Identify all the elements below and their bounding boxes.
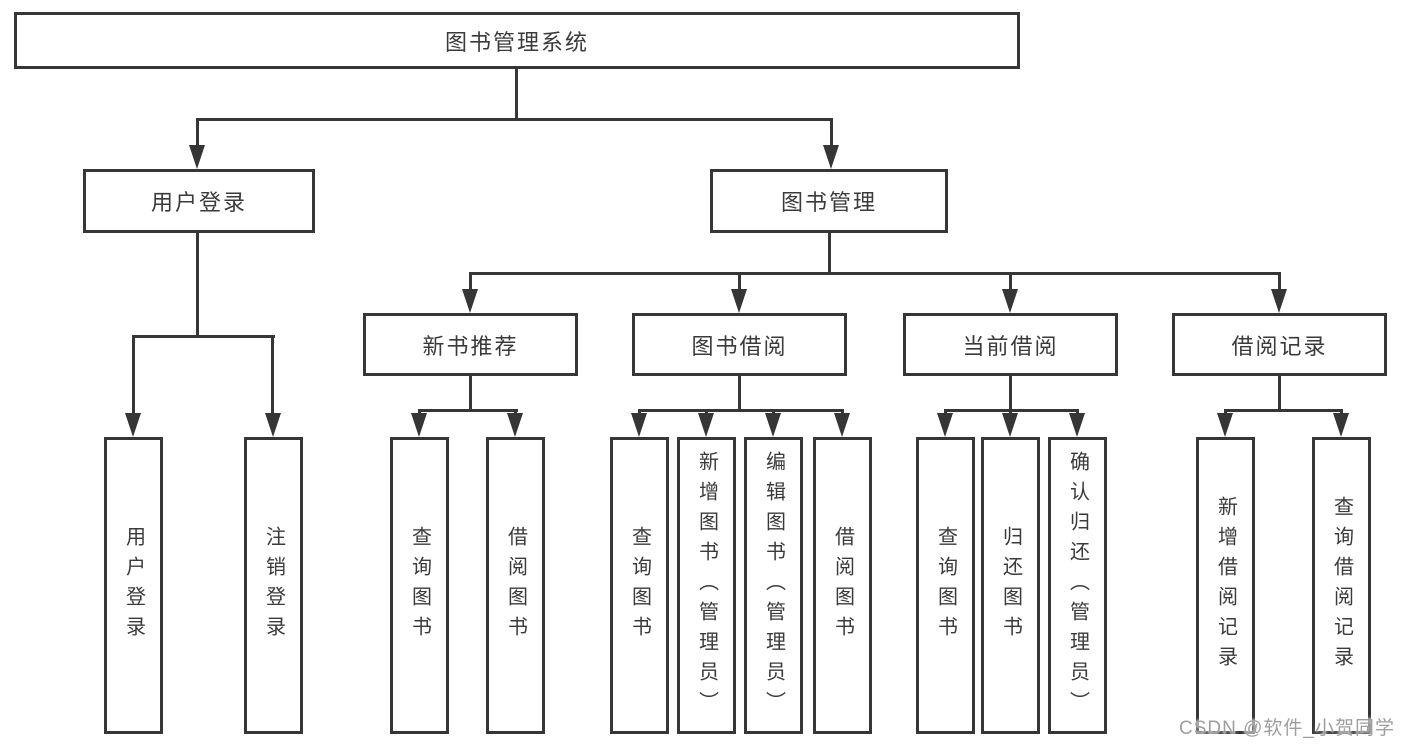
connector-drop-current-borrow [1009,272,1012,293]
connector-records-branch [1224,409,1343,412]
leaf-borrow-edit-books-admin: 编辑图书（管理员） [744,437,803,734]
arrowhead-down-icon [125,413,141,437]
connector-user-login-stem [196,233,199,335]
node-borrow-records: 借阅记录 [1172,313,1387,376]
leaf-label: 用户登录 [122,525,145,646]
connector-drop-leaf-logout [271,335,274,414]
connector-current-stem [1009,376,1012,409]
leaf-label: 注销登录 [262,525,285,646]
connector-borrow-branch [638,409,844,412]
arrowhead-down-icon [631,413,647,437]
leaf-current-confirm-return-admin: 确认归还（管理员） [1048,437,1107,734]
connector-recommend-branch [418,409,518,412]
connector-user-login-branch [132,335,275,338]
connector-drop-new-book [469,272,472,293]
connector-drop-borrow-records [1278,272,1281,293]
leaf-current-query-books: 查询图书 [916,437,975,734]
leaf-label: 查询图书 [408,525,431,646]
node-new-book-recommend: 新书推荐 [363,313,578,376]
leaf-logout: 注销登录 [244,437,303,734]
arrowhead-down-icon [1333,413,1349,437]
connector-book-management-stem [828,233,831,272]
leaf-label: 归还图书 [999,525,1022,646]
connector-records-stem [1278,376,1281,409]
node-user-login: 用户登录 [83,169,315,233]
leaf-borrow-borrow-books: 借阅图书 [813,437,872,734]
connector-drop-user-login [196,118,199,147]
connector-root-stem [515,69,518,118]
leaf-user-login: 用户登录 [104,437,163,734]
arrowhead-down-icon [834,413,850,437]
leaf-recommend-borrow-books: 借阅图书 [486,437,545,734]
connector-level3-branch [469,272,1281,275]
leaf-label: 查询图书 [628,525,651,646]
connector-recommend-stem [469,376,472,409]
leaf-label: 借阅图书 [504,525,527,646]
leaf-borrow-query-books: 查询图书 [610,437,669,734]
arrowhead-down-icon [1271,289,1287,313]
arrowhead-down-icon [1217,413,1233,437]
arrowhead-down-icon [1002,289,1018,313]
leaf-label: 确认归还（管理员） [1066,450,1089,721]
leaf-label: 新增借阅记录 [1214,495,1237,676]
arrowhead-down-icon [462,289,478,313]
leaf-label: 查询图书 [934,525,957,646]
connector-drop-book-management [830,118,833,147]
arrowhead-down-icon [937,413,953,437]
leaf-borrow-add-books-admin: 新增图书（管理员） [677,437,736,734]
leaf-label: 查询借阅记录 [1330,495,1353,676]
node-book-management: 图书管理 [710,169,948,233]
connector-borrow-stem [738,376,741,409]
leaf-label: 借阅图书 [831,525,854,646]
leaf-records-query-record: 查询借阅记录 [1312,437,1371,734]
leaf-label: 编辑图书（管理员） [762,450,785,721]
arrowhead-down-icon [1069,413,1085,437]
leaf-label: 新增图书（管理员） [695,450,718,721]
arrowhead-down-icon [698,413,714,437]
arrowhead-down-icon [411,413,427,437]
connector-level2-branch [196,118,833,121]
arrowhead-down-icon [189,145,205,169]
leaf-recommend-query-books: 查询图书 [390,437,449,734]
leaf-records-add-record: 新增借阅记录 [1196,437,1255,734]
node-library-management-system: 图书管理系统 [14,12,1020,69]
arrowhead-down-icon [823,145,839,169]
csdn-watermark: CSDN @软件_小贺同学 [1179,718,1395,739]
arrowhead-down-icon [765,413,781,437]
arrowhead-down-icon [731,289,747,313]
node-book-borrow: 图书借阅 [632,313,847,376]
connector-drop-leaf-login [132,335,135,414]
arrowhead-down-icon [1002,413,1018,437]
arrowhead-down-icon [507,413,523,437]
leaf-current-return-books: 归还图书 [981,437,1040,734]
node-current-borrow: 当前借阅 [903,313,1118,376]
arrowhead-down-icon [265,413,281,437]
connector-drop-book-borrow [738,272,741,293]
